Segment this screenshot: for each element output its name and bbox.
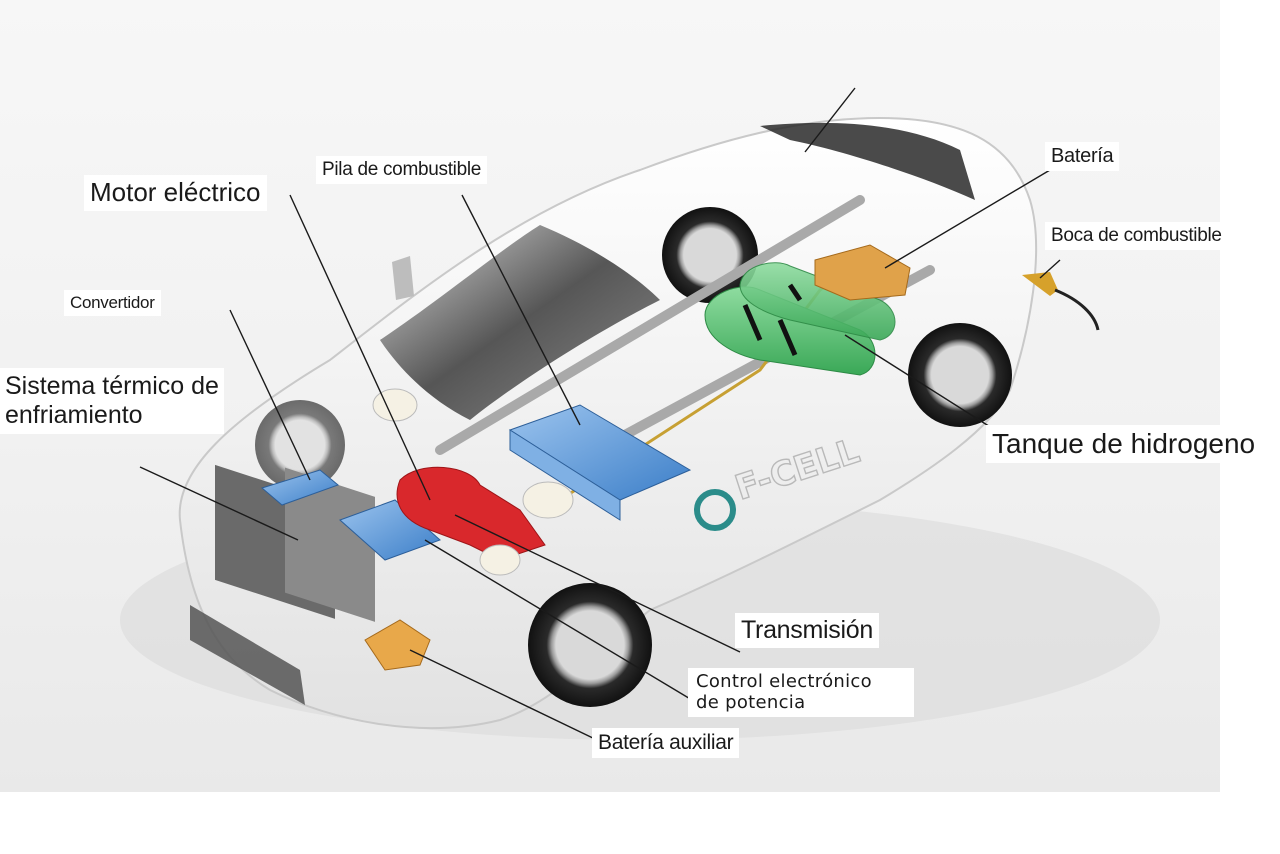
label-pila-combustible: Pila de combustible bbox=[316, 156, 487, 184]
label-transmision: Transmisión bbox=[735, 613, 879, 648]
coolant-reservoir bbox=[373, 389, 417, 421]
label-sistema-termico-line-1: Sistema térmico de bbox=[5, 372, 219, 401]
label-motor-electrico: Motor eléctrico bbox=[84, 175, 267, 211]
coolant-bottle bbox=[523, 482, 573, 518]
front-wheel bbox=[528, 583, 652, 707]
rear-wheel bbox=[908, 323, 1012, 427]
label-sistema-termico: Sistema térmico de enfriamiento bbox=[0, 368, 224, 434]
side-mirror bbox=[392, 256, 414, 300]
fuel-nozzle bbox=[1022, 272, 1098, 330]
label-control-line-1: Control electrónico bbox=[696, 672, 906, 693]
label-convertidor: Convertidor bbox=[64, 290, 161, 316]
label-boca-combustible: Boca de combustible bbox=[1045, 222, 1228, 250]
label-bateria: Batería bbox=[1045, 142, 1119, 171]
label-control-electronico: Control electrónico de potencia bbox=[688, 668, 914, 717]
diagram-stage: F-CELL Motor eléctrico Pila de combustib… bbox=[0, 0, 1220, 792]
label-sistema-termico-line-2: enfriamiento bbox=[5, 401, 219, 430]
label-tanque-hidrogeno: Tanque de hidrogeno bbox=[986, 425, 1261, 463]
label-bateria-auxiliar: Batería auxiliar bbox=[592, 728, 739, 758]
coolant-bottle-2 bbox=[480, 545, 520, 575]
label-control-line-2: de potencia bbox=[696, 693, 906, 714]
